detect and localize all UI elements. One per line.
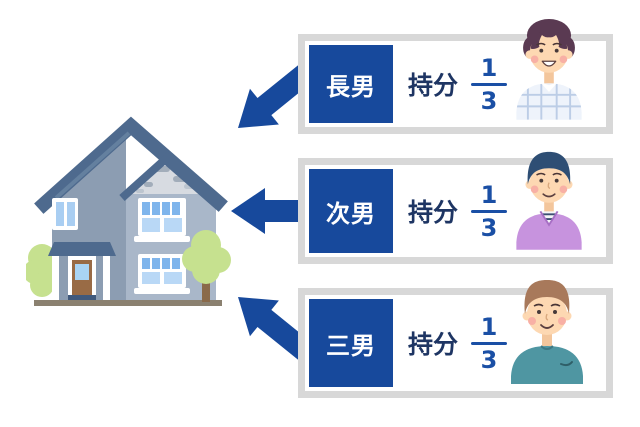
arrow-up-left-icon — [238, 297, 314, 361]
share-info: 持分 1 3 — [408, 312, 508, 374]
share-fraction: 1 3 — [471, 180, 508, 242]
son-label-box: 次男 — [309, 169, 393, 253]
eldest-son-avatar — [516, 19, 582, 120]
tree-icon — [182, 230, 231, 302]
son-label-box: 三男 — [309, 299, 393, 387]
son-label: 次男 — [326, 199, 376, 228]
porch — [48, 242, 116, 300]
second-son-avatar — [516, 151, 582, 250]
fraction-denominator: 3 — [480, 345, 498, 374]
ownership-card-eldest-son: 長男 持分 1 3 — [298, 19, 613, 134]
roof — [34, 116, 228, 214]
share-info: 持分 1 3 — [408, 180, 508, 242]
share-label: 持分 — [408, 330, 459, 359]
son-label: 三男 — [326, 331, 376, 360]
fraction-numerator: 1 — [480, 53, 498, 82]
son-label: 長男 — [326, 72, 376, 101]
ground-line — [34, 300, 222, 306]
arrow-left-icon — [231, 188, 313, 234]
fraction-numerator: 1 — [480, 180, 498, 209]
fraction-bar — [471, 82, 508, 86]
fraction-denominator: 3 — [480, 213, 498, 242]
son-label-box: 長男 — [309, 45, 393, 123]
house-icon — [26, 116, 231, 306]
ownership-card-third-son: 三男 持分 1 3 — [298, 280, 613, 398]
share-label: 持分 — [408, 71, 459, 100]
share-fraction: 1 3 — [471, 53, 508, 115]
window — [134, 198, 190, 242]
window — [52, 198, 78, 230]
arrow-down-left-icon — [238, 64, 314, 128]
window — [134, 254, 190, 294]
third-son-avatar — [511, 280, 583, 384]
share-info: 持分 1 3 — [408, 53, 508, 115]
share-label: 持分 — [408, 198, 459, 227]
ownership-card-second-son: 次男 持分 1 3 — [298, 151, 613, 264]
fraction-bar — [471, 209, 508, 213]
fraction-numerator: 1 — [480, 312, 498, 341]
fraction-bar — [471, 341, 508, 345]
share-fraction: 1 3 — [471, 312, 508, 374]
fraction-denominator: 3 — [480, 86, 498, 115]
